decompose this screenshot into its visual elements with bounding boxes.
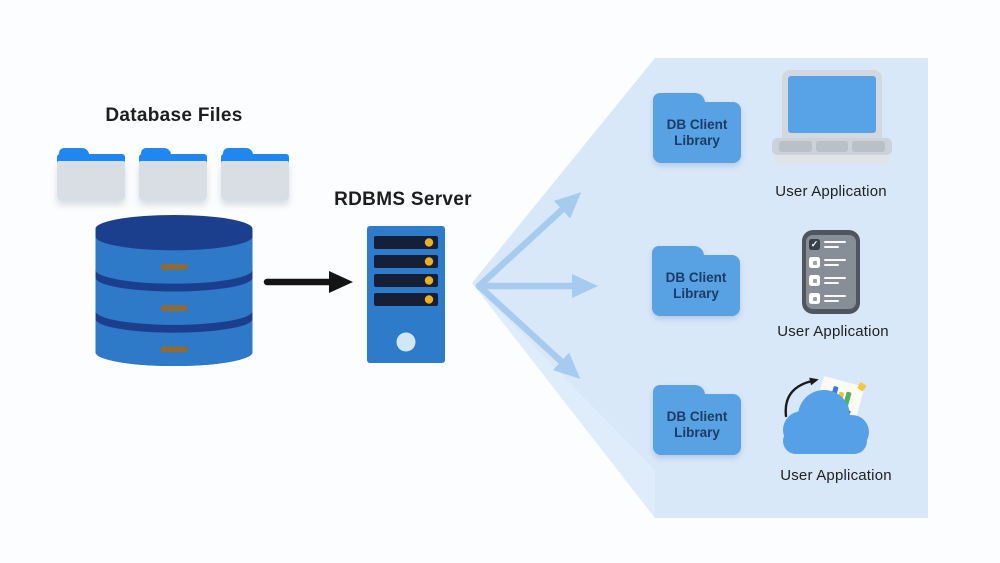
database-cylinder-icon <box>95 214 253 367</box>
folder-body <box>221 161 289 200</box>
server-tower-icon <box>367 226 445 363</box>
server-to-client3-arrow <box>475 282 581 379</box>
db-client-library-folder: DB Client Library <box>653 93 741 163</box>
folder-label: DB Client Library <box>653 102 741 163</box>
db-client-library-folder: DB Client Library <box>652 246 740 316</box>
folder-label-line1: DB Client <box>665 269 727 285</box>
folder-label-line2: Library <box>673 285 719 301</box>
curved-arrow-icon <box>784 377 819 418</box>
checkbox-icon <box>809 275 820 286</box>
folder-body <box>57 161 125 200</box>
db-client-library-folder: DB Client Library <box>653 385 741 455</box>
mobile-checklist-icon: ✓ <box>802 230 860 314</box>
laptop-icon <box>772 70 892 165</box>
database-files-title: Database Files <box>105 105 243 126</box>
database-file-folder-icon <box>139 148 207 200</box>
user-application-label: User Application <box>775 183 887 200</box>
folder-label-line1: DB Client <box>666 116 728 132</box>
rdbms-server-title: RDBMS Server <box>334 189 472 210</box>
user-application-label: User Application <box>777 323 889 340</box>
checkbox-checked-icon: ✓ <box>809 239 820 250</box>
database-file-folder-icon <box>57 148 125 200</box>
folder-body <box>139 161 207 200</box>
database-file-folder-icon <box>221 148 289 200</box>
checkbox-icon <box>809 293 820 304</box>
client-zone-panel-shade <box>472 283 655 518</box>
cloud-shape <box>783 390 869 454</box>
user-application-label: User Application <box>780 467 892 484</box>
folder-label-line1: DB Client <box>666 408 728 424</box>
folder-label-line2: Library <box>674 132 720 148</box>
cloud-analytics-icon <box>783 376 869 454</box>
folder-label: DB Client Library <box>653 394 741 455</box>
checkbox-icon <box>809 257 820 268</box>
folder-label-line2: Library <box>674 424 720 440</box>
folder-label: DB Client Library <box>652 255 740 316</box>
server-to-client1-arrow <box>475 192 582 290</box>
